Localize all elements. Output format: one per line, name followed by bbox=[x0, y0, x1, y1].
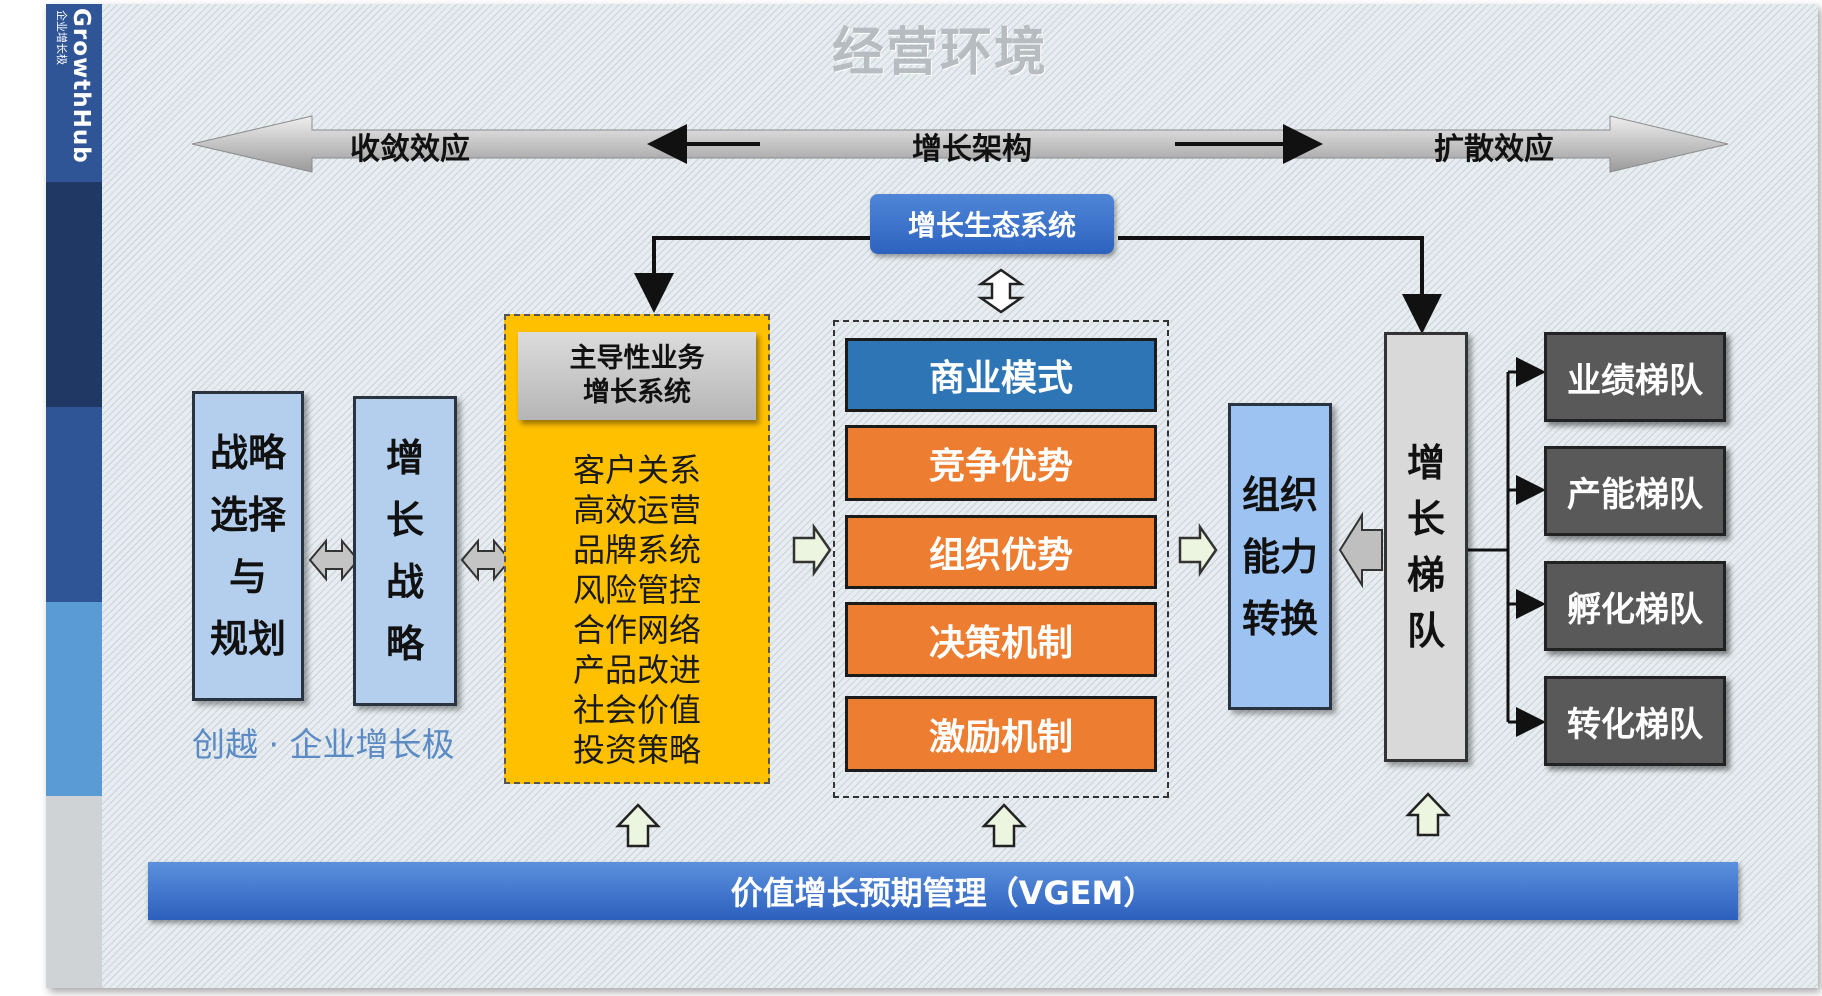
up-arrow-2 bbox=[981, 803, 1027, 848]
axis-label-left: 收敛效应 bbox=[350, 132, 470, 167]
strategy-line-4: 规划 bbox=[209, 617, 286, 661]
strategy-line-1: 战略 bbox=[209, 431, 286, 475]
list-item: 客户关系 bbox=[572, 451, 701, 489]
business-model-label: 商业模式 bbox=[928, 358, 1073, 399]
list-item: 社会价值 bbox=[572, 691, 701, 729]
growth-echelon-box: 增 长 梯 队 bbox=[1384, 332, 1468, 762]
list-item: 投资策略 bbox=[572, 731, 701, 769]
business-model-bar: 商业模式 bbox=[845, 338, 1157, 412]
list-item: 产品改进 bbox=[572, 651, 701, 689]
sidebar-block-gray bbox=[46, 796, 102, 988]
echelon-label: 转化梯队 bbox=[1567, 704, 1703, 745]
growth-echelon-char-3: 梯 bbox=[1406, 553, 1445, 597]
ecosystem-label: 增长生态系统 bbox=[907, 209, 1076, 242]
main-business-list: 客户关系 高效运营 品牌系统 风险管控 合作网络 产品改进 社会价值 投资策略 bbox=[504, 450, 770, 770]
echelon-label: 产能梯队 bbox=[1567, 474, 1703, 515]
page-title: 经营环境 bbox=[831, 23, 1048, 83]
strategy-line-3: 与 bbox=[228, 555, 267, 599]
block-arrow-3 bbox=[1338, 511, 1383, 589]
echelon-box-capacity: 产能梯队 bbox=[1544, 446, 1726, 536]
capabilities-frame bbox=[833, 320, 1169, 798]
org-conversion-box: 组织 能力 转换 bbox=[1228, 403, 1332, 710]
block-arrow-2 bbox=[1178, 523, 1218, 577]
capability-bar-decision: 决策机制 bbox=[845, 602, 1157, 677]
double-arrow-2 bbox=[460, 538, 512, 582]
growth-strategy-char-4: 略 bbox=[385, 622, 424, 666]
growth-strategy-char-3: 战 bbox=[385, 560, 424, 604]
axis-label-center: 增长架构 bbox=[912, 132, 1032, 167]
double-arrow-1 bbox=[308, 538, 360, 582]
growth-echelon-char-1: 增 bbox=[1406, 441, 1445, 485]
up-arrow-1 bbox=[615, 803, 661, 848]
main-business-header: 主导性业务 增长系统 bbox=[518, 332, 756, 420]
capability-bar-competitive: 竞争优势 bbox=[845, 425, 1157, 501]
up-arrow-3 bbox=[1405, 792, 1451, 837]
vgem-bar: 价值增长预期管理（VGEM） bbox=[148, 862, 1738, 920]
axis-label-right: 扩散效应 bbox=[1434, 132, 1554, 167]
growth-strategy-char-1: 增 bbox=[385, 436, 424, 480]
eco-double-arrow bbox=[977, 268, 1025, 314]
growth-echelon-char-2: 长 bbox=[1406, 497, 1445, 541]
echelon-label: 孵化梯队 bbox=[1567, 589, 1703, 630]
eco-connector-left bbox=[634, 236, 870, 313]
org-conversion-line-3: 转换 bbox=[1241, 596, 1318, 641]
capability-label: 竞争优势 bbox=[928, 446, 1073, 487]
capability-bar-incentive: 激励机制 bbox=[845, 696, 1157, 772]
growth-strategy-box: 增 长 战 略 bbox=[353, 396, 457, 706]
sidebar-block-light bbox=[46, 602, 102, 796]
sidebar-block-dark bbox=[46, 182, 102, 407]
strategy-planning-box: 战略 选择 与 规划 bbox=[192, 391, 304, 701]
sidebar-block-brand bbox=[46, 4, 102, 182]
growth-strategy-char-2: 长 bbox=[385, 498, 424, 542]
echelon-box-performance: 业绩梯队 bbox=[1544, 332, 1726, 422]
echelon-box-incubation: 孵化梯队 bbox=[1544, 561, 1726, 651]
sidebar-block-mid bbox=[46, 407, 102, 602]
vgem-label: 价值增长预期管理（VGEM） bbox=[730, 874, 1156, 912]
ecosystem-box: 增长生态系统 bbox=[870, 194, 1114, 254]
main-business-header-line-1: 主导性业务 bbox=[569, 343, 705, 374]
eco-connector-right bbox=[1118, 236, 1442, 334]
main-business-header-line-2: 增长系统 bbox=[583, 377, 691, 408]
capability-label: 组织优势 bbox=[928, 535, 1073, 576]
capability-bar-organization: 组织优势 bbox=[845, 515, 1157, 589]
list-item: 风险管控 bbox=[572, 571, 701, 609]
list-item: 合作网络 bbox=[572, 611, 701, 649]
echelon-box-conversion: 转化梯队 bbox=[1544, 676, 1726, 766]
list-item: 品牌系统 bbox=[572, 531, 701, 569]
list-item: 高效运营 bbox=[572, 491, 701, 529]
strategy-line-2: 选择 bbox=[209, 493, 286, 537]
capability-label: 激励机制 bbox=[928, 717, 1073, 758]
org-conversion-line-1: 组织 bbox=[1241, 472, 1318, 517]
growth-echelon-char-4: 队 bbox=[1406, 609, 1445, 653]
org-conversion-line-2: 能力 bbox=[1241, 534, 1318, 579]
axis-double-arrow bbox=[191, 115, 1729, 173]
capability-label: 决策机制 bbox=[928, 622, 1073, 664]
tagline: 创越 · 企业增长极 bbox=[192, 725, 455, 764]
echelon-label: 业绩梯队 bbox=[1567, 360, 1703, 401]
block-arrow-1 bbox=[792, 523, 832, 577]
